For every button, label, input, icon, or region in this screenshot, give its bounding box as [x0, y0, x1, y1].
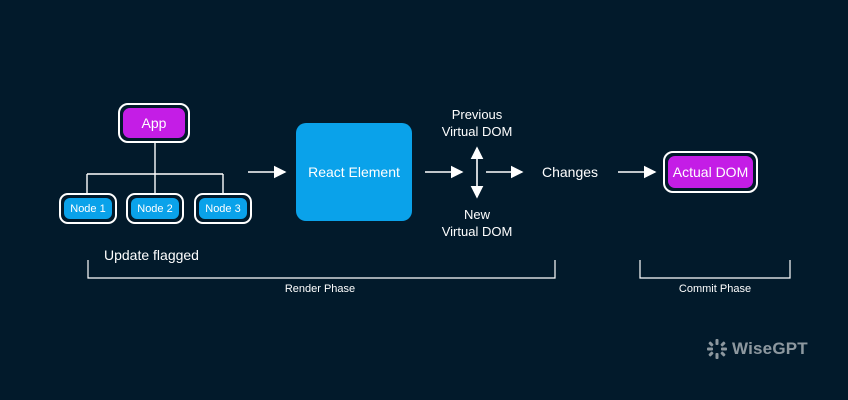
wisegpt-logo: WiseGPT — [706, 338, 808, 360]
node-2-label: Node 2 — [131, 198, 179, 219]
previous-label-line-1: Previous — [451, 107, 503, 122]
commit-phase-label: Commit Phase — [678, 283, 752, 295]
update-flagged-label: Update flagged — [104, 247, 199, 263]
previous-label-line-2: Virtual DOM — [441, 124, 513, 139]
render-phase-label: Render Phase — [284, 283, 356, 295]
node-1: Node 1 — [59, 193, 117, 224]
actual-dom-node: Actual DOM — [663, 151, 758, 193]
node-2: Node 2 — [126, 193, 184, 224]
wisegpt-logo-icon — [707, 339, 727, 359]
node-3-label: Node 3 — [199, 198, 247, 219]
react-element-box: React Element — [296, 123, 412, 221]
node-1-label: Node 1 — [64, 198, 112, 219]
tree-connectors — [86, 142, 224, 195]
new-label-line-1: New — [463, 207, 490, 222]
node-3: Node 3 — [194, 193, 252, 224]
render-phase-bracket — [87, 260, 556, 279]
new-virtual-dom-label: New Virtual DOM — [420, 206, 534, 240]
app-node: App — [118, 103, 190, 143]
wisegpt-logo-text: WiseGPT — [732, 339, 808, 358]
actual-dom-label: Actual DOM — [668, 156, 753, 188]
previous-virtual-dom-label: Previous Virtual DOM — [420, 106, 534, 140]
changes-label: Changes — [542, 164, 599, 180]
new-label-line-2: Virtual DOM — [441, 224, 513, 239]
commit-phase-bracket — [639, 260, 791, 279]
react-element-label: React Element — [308, 164, 400, 180]
app-node-label: App — [123, 108, 185, 138]
